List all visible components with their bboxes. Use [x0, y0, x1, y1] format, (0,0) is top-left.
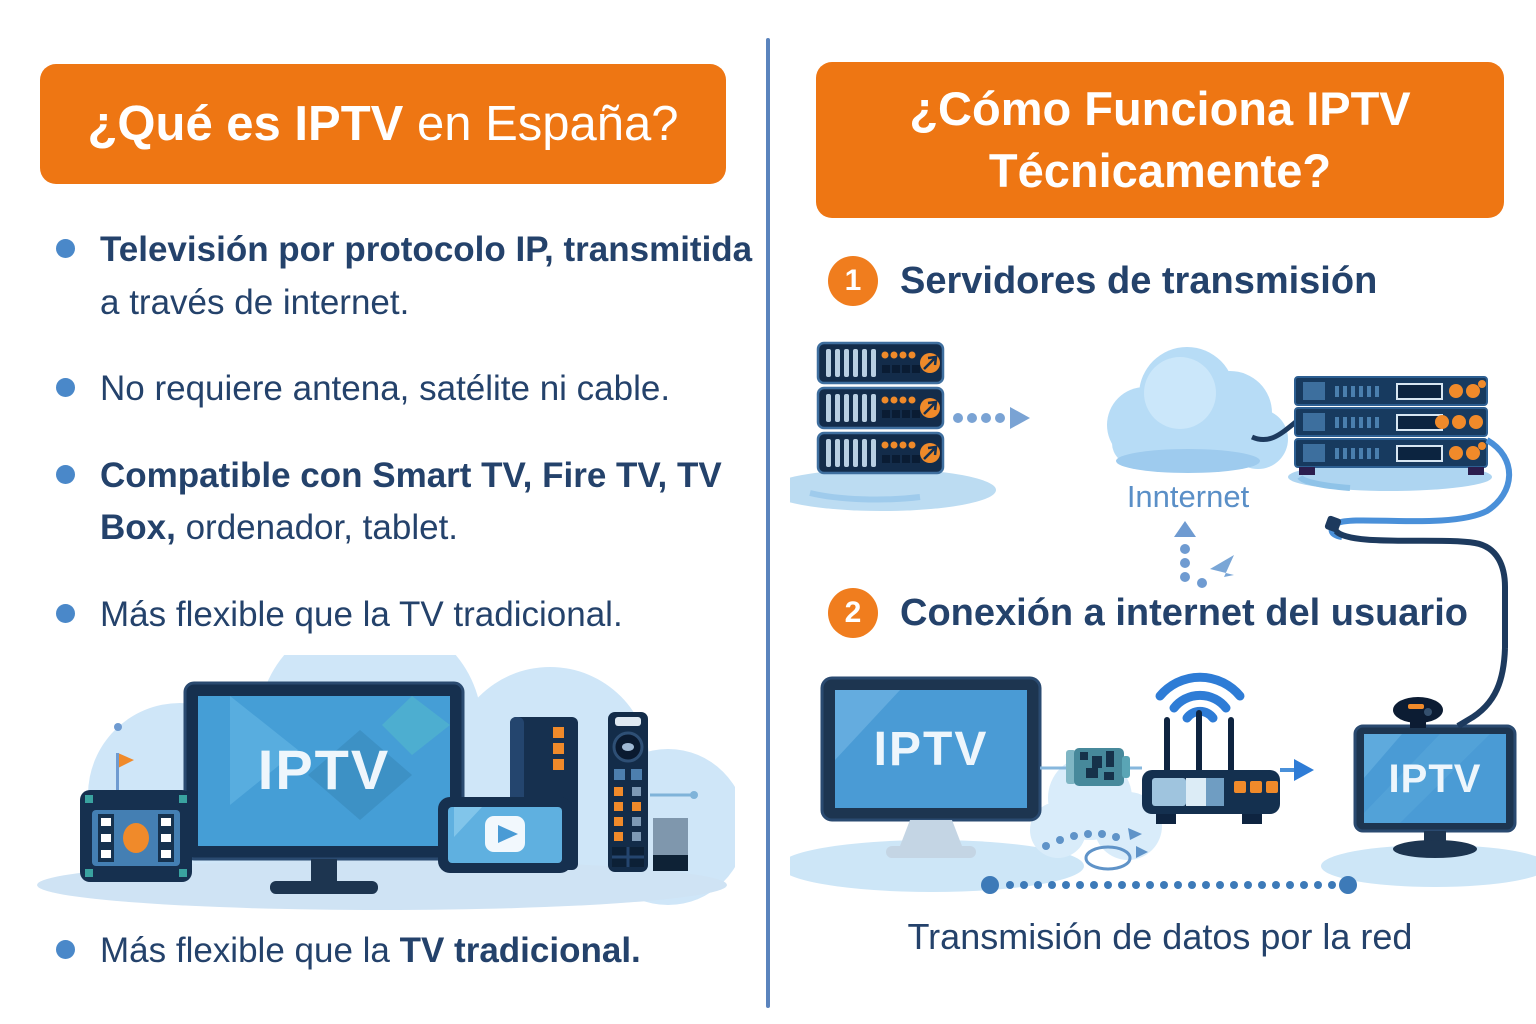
right-header-line2: Técnicamente?: [988, 144, 1332, 197]
server-unit: [816, 386, 945, 430]
bullet-item-1: Televisión por protocolo IP, transmitida…: [56, 224, 760, 329]
bullet-1-rest: a través de internet.: [100, 282, 410, 322]
bullet-dot: [56, 239, 75, 258]
server-unit: [1294, 438, 1488, 468]
bullet-1-bold: Televisión por protocolo IP, transmitida: [100, 230, 753, 269]
server-unit: [816, 341, 945, 385]
step-1-badge: 1: [828, 256, 878, 306]
step-2-badge: 2: [828, 588, 878, 638]
bullet-2-text: No requiere antena, satélite ni cable.: [100, 369, 671, 408]
shadow-swoosh: [809, 490, 921, 503]
bullet-dot: [56, 378, 75, 397]
monitor-shadow: [790, 840, 1084, 892]
cloud-cable: [1250, 419, 1299, 443]
monitor-icon: IPTV: [820, 676, 1042, 858]
speaker-icon: [653, 818, 688, 871]
server-rack-icon: [1294, 376, 1488, 475]
bullet-3-bold: Compatible con Smart TV, Fire TV, TV Box…: [100, 455, 722, 548]
bullet-item-2: No requiere antena, satélite ni cable.: [56, 363, 760, 416]
step-2: 2 Conexión a internet del usuario: [828, 588, 1468, 638]
tablet-icon: [438, 797, 572, 873]
bullet-dot: [56, 940, 75, 959]
remote-control-icon: [608, 712, 698, 872]
left-header-rest: en España?: [403, 97, 679, 151]
upload-arrow-icon: [1174, 521, 1234, 588]
column-divider: [766, 38, 770, 1008]
servers-diagram: Innternet: [790, 341, 1513, 648]
tv-screen-label: IPTV: [1389, 757, 1482, 801]
cloud-icon: [1107, 347, 1288, 473]
server-unit: [1294, 376, 1488, 406]
bullet-item-4: Más flexible que la TV tradicional.: [56, 589, 760, 642]
devices-illustration: IPTV: [37, 655, 735, 910]
server-rack-icon: [816, 341, 945, 475]
right-header: ¿Cómo Funciona IPTV Técnicamente?: [816, 62, 1504, 218]
left-header-text: ¿Qué es IPTV en España?: [87, 96, 678, 152]
step-2-label: Conexión a internet del usuario: [900, 591, 1468, 634]
server-unit: [1294, 407, 1488, 437]
cable-connector: [1324, 515, 1342, 533]
step-1-label: Servidores de transmisión: [900, 259, 1378, 302]
data-dotted-line: [981, 876, 1357, 894]
dotted-arrow-icon: [953, 407, 1030, 429]
left-header-bold: ¿Qué es IPTV: [87, 97, 404, 151]
bullet-3-rest: ordenador, tablet.: [175, 508, 459, 547]
left-bullet-list: Televisión por protocolo IP, transmitida…: [56, 224, 760, 675]
usb-adapter-icon: [1066, 748, 1130, 786]
tv-cable: [1456, 648, 1508, 729]
monitor-icon: IPTV: [183, 681, 465, 894]
dotted-path-icon: [1042, 828, 1148, 871]
bullet-4-text: Más flexible que la TV tradicional.: [100, 594, 623, 634]
home-network-diagram: IPTV: [790, 648, 1536, 894]
network-cable-dark: [1333, 528, 1508, 648]
cloud-label: Innternet: [1127, 479, 1250, 514]
monitor-screen-label: IPTV: [258, 738, 390, 801]
webcam-icon: [1393, 697, 1443, 728]
diagram-caption: Transmisión de datos por la red: [907, 916, 1413, 957]
tv-icon: IPTV: [1353, 724, 1517, 858]
left-bottom-bullet: Más flexible que la TV tradicional.: [56, 925, 760, 1012]
router-icon: [1142, 710, 1280, 824]
media-player-icon: [80, 790, 192, 882]
bullet-item-5: Más flexible que la TV tradicional.: [56, 925, 760, 978]
flow-arrow-icon: [1280, 759, 1314, 781]
bullet-5-bold: TV tradicional.: [399, 931, 641, 970]
step-1: 1 Servidores de transmisión: [828, 256, 1377, 306]
shadow-swoosh: [1297, 474, 1351, 491]
bullet-dot: [56, 464, 75, 484]
bullet-item-3: Compatible con Smart TV, Fire TV, TV Box…: [56, 450, 760, 555]
play-icon: [123, 823, 149, 853]
play-icon: [485, 816, 525, 852]
right-header-line1: ¿Cómo Funciona IPTV: [909, 81, 1411, 135]
left-header: ¿Qué es IPTV en España?: [40, 64, 726, 184]
server-unit: [816, 431, 945, 475]
deco-dots: [114, 723, 134, 791]
tv-shadow: [1321, 845, 1536, 887]
server-shadow: [790, 469, 996, 511]
monitor-screen-label: IPTV: [874, 723, 989, 776]
bullet-5-rest: Más flexible que la: [100, 931, 400, 970]
bullet-dot: [56, 603, 75, 623]
